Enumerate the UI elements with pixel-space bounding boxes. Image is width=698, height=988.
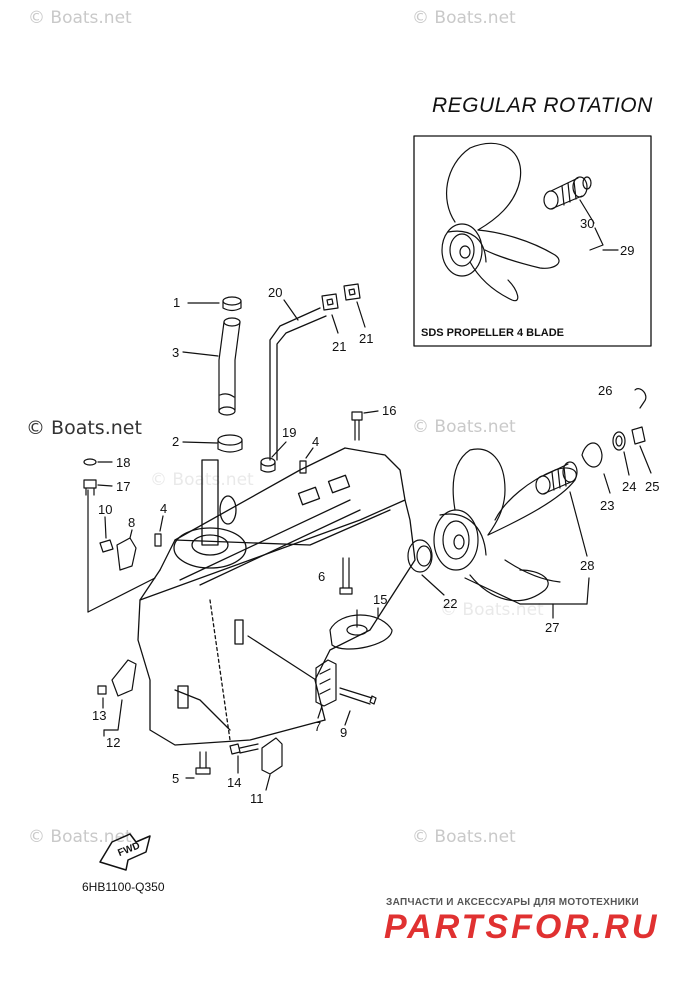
callout-4: 4 bbox=[160, 501, 167, 516]
inset-propeller-illustration bbox=[441, 142, 592, 302]
callout-1: 1 bbox=[173, 295, 180, 310]
main-propeller-illustration bbox=[433, 448, 577, 602]
footer-tagline: ЗАПЧАСТИ И АКСЕССУАРЫ ДЛЯ МОТОТЕХНИКИ bbox=[386, 897, 639, 908]
callout-4: 4 bbox=[312, 434, 319, 449]
callout-22: 22 bbox=[443, 596, 457, 611]
callout-7: 7 bbox=[314, 719, 321, 734]
callout-25: 25 bbox=[645, 479, 659, 494]
callout-9: 9 bbox=[340, 725, 347, 740]
callout-3: 3 bbox=[172, 345, 179, 360]
gearcase-housing bbox=[137, 447, 416, 746]
callout-23: 23 bbox=[600, 498, 614, 513]
callout-5: 5 bbox=[172, 771, 179, 786]
callout-11: 11 bbox=[250, 791, 264, 806]
callout-12: 12 bbox=[106, 735, 120, 750]
callout-30: 30 bbox=[580, 216, 594, 231]
callout-13: 13 bbox=[92, 708, 106, 723]
watermark: © Boats.net bbox=[28, 827, 132, 847]
watermark: © Boats.net bbox=[412, 417, 516, 437]
footer-brand-logo[interactable]: PARTSFOR.RU bbox=[384, 908, 660, 946]
watermark: © Boats.net bbox=[440, 600, 544, 620]
watermark: © Boats.net bbox=[28, 8, 132, 28]
watermark: © Boats.net bbox=[26, 417, 142, 439]
diagram-code: 6HB1100-Q350 bbox=[82, 880, 165, 894]
watermark: © Boats.net bbox=[412, 827, 516, 847]
callout-17: 17 bbox=[116, 479, 130, 494]
callout-21: 21 bbox=[332, 339, 346, 354]
callout-29: 29 bbox=[620, 243, 634, 258]
propeller-inset-frame bbox=[413, 135, 652, 347]
callout-20: 20 bbox=[268, 285, 282, 300]
callout-8: 8 bbox=[128, 515, 135, 530]
callout-2: 2 bbox=[172, 434, 179, 449]
callout-21: 21 bbox=[359, 331, 373, 346]
callout-18: 18 bbox=[116, 455, 130, 470]
callout-26: 26 bbox=[598, 383, 612, 398]
callout-14: 14 bbox=[227, 775, 241, 790]
callout-15: 15 bbox=[373, 592, 387, 607]
callout-16: 16 bbox=[382, 403, 396, 418]
fwd-arrow-icon bbox=[99, 833, 151, 871]
callout-28: 28 bbox=[580, 558, 594, 573]
anode-assembly bbox=[329, 609, 393, 650]
rotation-heading: REGULAR ROTATION bbox=[432, 94, 653, 117]
callout-10: 10 bbox=[98, 502, 112, 517]
watermark: © Boats.net bbox=[412, 8, 516, 28]
callout-24: 24 bbox=[622, 479, 636, 494]
inset-label: SDS PROPELLER 4 BLADE bbox=[421, 327, 565, 339]
callout-27: 27 bbox=[545, 620, 559, 635]
callout-6: 6 bbox=[318, 569, 325, 584]
callout-19: 19 bbox=[282, 425, 296, 440]
